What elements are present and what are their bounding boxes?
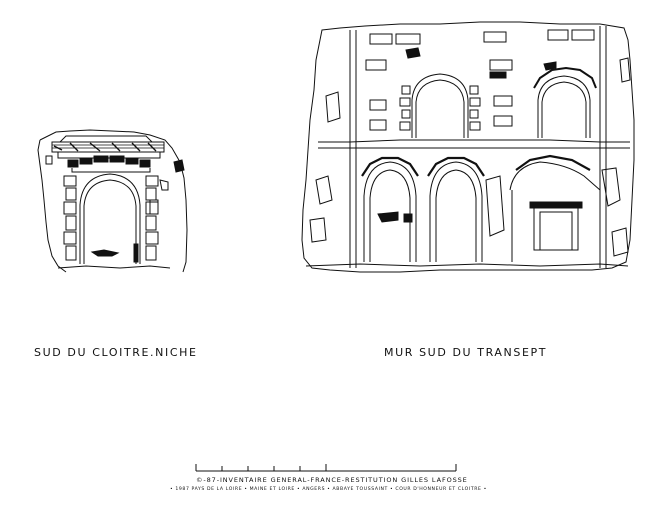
caption-niche: SUD DU CLOITRE.NICHE	[34, 346, 198, 359]
location-footer: • 1987 PAYS DE LA LOIRE • MAINE ET LOIRE…	[170, 487, 487, 492]
upper-masonry	[365, 29, 595, 131]
lower-arch-3	[509, 154, 601, 262]
lower-arch-1	[361, 156, 419, 262]
right-jamb	[145, 175, 159, 261]
upper-arch-left	[399, 73, 481, 138]
upper-arch-right	[533, 66, 597, 138]
transept-wall-drawing	[301, 21, 635, 273]
cornice-band	[51, 135, 165, 159]
niche-elevation-drawing	[37, 129, 188, 273]
left-jamb	[63, 175, 77, 261]
doorway	[529, 201, 583, 251]
niche-arch	[79, 173, 141, 264]
caption-transept: MUR SUD DU TRANSEPT	[384, 346, 548, 359]
copyright-credit: ©-87-INVENTAIRE GENERAL-FRANCE-RESTITUTI…	[196, 476, 468, 484]
arch-voussoirs	[67, 155, 151, 168]
lower-arch-2	[427, 156, 485, 262]
scale-bar	[195, 464, 457, 472]
